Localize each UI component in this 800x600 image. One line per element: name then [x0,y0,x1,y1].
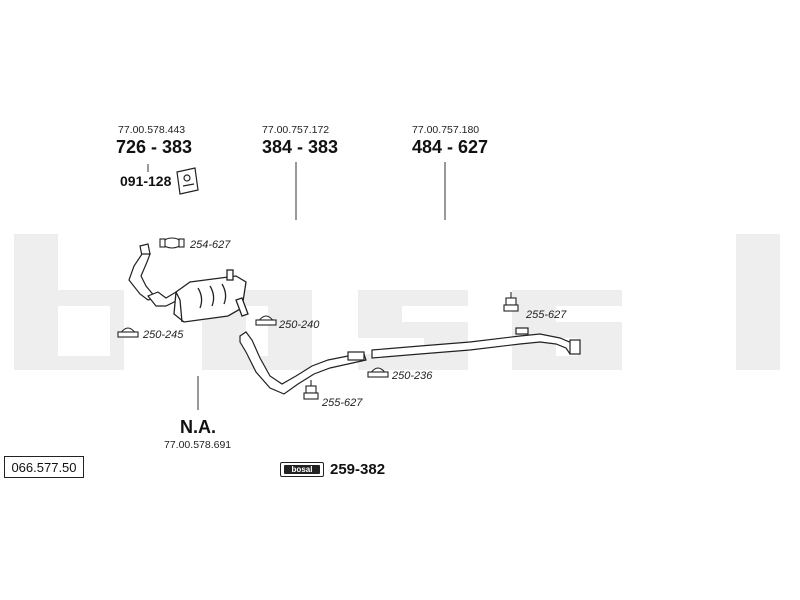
part-number-726-383: 726 - 383 [116,137,193,157]
clamp-250-245 [117,327,139,338]
accessory-label-250-236: 250-236 [392,370,433,382]
kit-part-number: 259-382 [330,461,386,478]
clamp-250-240 [255,315,277,326]
bracket-part [176,167,199,195]
middle-silencer [173,269,249,323]
front-pipe [128,243,179,307]
oem-number-726-383: 77.00.578.443 [118,124,186,136]
bracket-part-number: 091-128 [120,173,172,189]
hanger-255-627-lower [303,380,319,400]
oem-number-484-627: 77.00.757.180 [412,124,480,136]
oem-number-578-691: 77.00.578.691 [164,439,232,451]
part-number-not-available: N.A. [180,417,216,437]
part-number-384-383: 384 - 383 [262,137,339,157]
leader-lines [147,162,446,410]
accessory-label-255-627-lower: 255-627 [322,397,363,409]
diagram-code-box: 066.577.50 [4,456,84,478]
bosal-kit-badge-text: bosal [284,465,320,474]
accessory-label-250-240: 250-240 [279,319,320,331]
bosal-watermark [14,234,780,370]
accessory-label-255-627-upper: 255-627 [526,309,567,321]
accessory-label-254-627: 254-627 [190,239,231,251]
clamp-254-627 [159,237,185,249]
rear-pipe [371,327,581,359]
hanger-255-627-upper [503,292,519,312]
intermediate-pipe [239,331,367,395]
oem-number-384-383: 77.00.757.172 [262,124,330,136]
accessory-label-250-245: 250-245 [143,329,184,341]
clamp-250-236 [367,367,389,378]
bosal-kit-badge: bosal [280,462,324,477]
part-number-484-627: 484 - 627 [412,137,489,157]
